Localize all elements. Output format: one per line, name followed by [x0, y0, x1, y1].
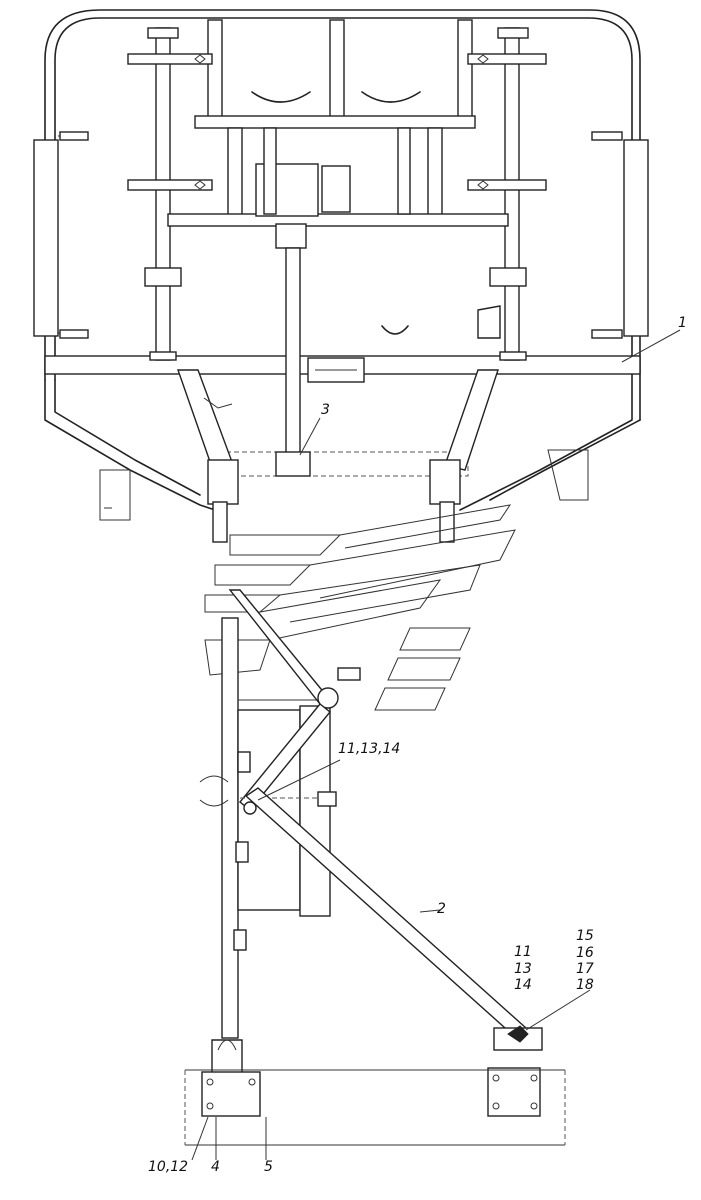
lower-left-mount: [201, 1039, 261, 1117]
long-diagonal-strut: [243, 787, 528, 1037]
callout-10-12: 10,12: [148, 1159, 189, 1175]
callout-15: 15: [576, 928, 594, 944]
leader-lines: [191, 329, 681, 1161]
post-brackets: [127, 53, 547, 191]
callout-14: 14: [514, 977, 532, 993]
lower-right-mount: [487, 1025, 543, 1117]
callout-13: 13: [514, 961, 532, 977]
callout-5: 5: [264, 1159, 273, 1175]
upper-posts: [144, 19, 529, 361]
main-cross-member: [44, 355, 641, 383]
callout-16: 16: [576, 945, 594, 961]
base-rail: [184, 1069, 566, 1146]
right-diagonal-brace: [429, 369, 589, 543]
step-plates: [204, 504, 516, 711]
callout-1: 1: [678, 315, 687, 331]
callout-11: 11: [514, 944, 532, 960]
inner-frame: [167, 91, 509, 339]
callout-17: 17: [576, 961, 594, 977]
callout-4: 4: [211, 1159, 220, 1175]
right-guard-plate: [591, 131, 649, 339]
callout-2: 2: [437, 901, 446, 917]
left-diagonal-brace: [99, 369, 239, 543]
callout-18: 18: [576, 977, 594, 993]
callout-11-13-14-upper: 11,13,14: [338, 741, 401, 757]
callout-3: 3: [321, 402, 330, 418]
left-guard-plate: [33, 131, 89, 339]
